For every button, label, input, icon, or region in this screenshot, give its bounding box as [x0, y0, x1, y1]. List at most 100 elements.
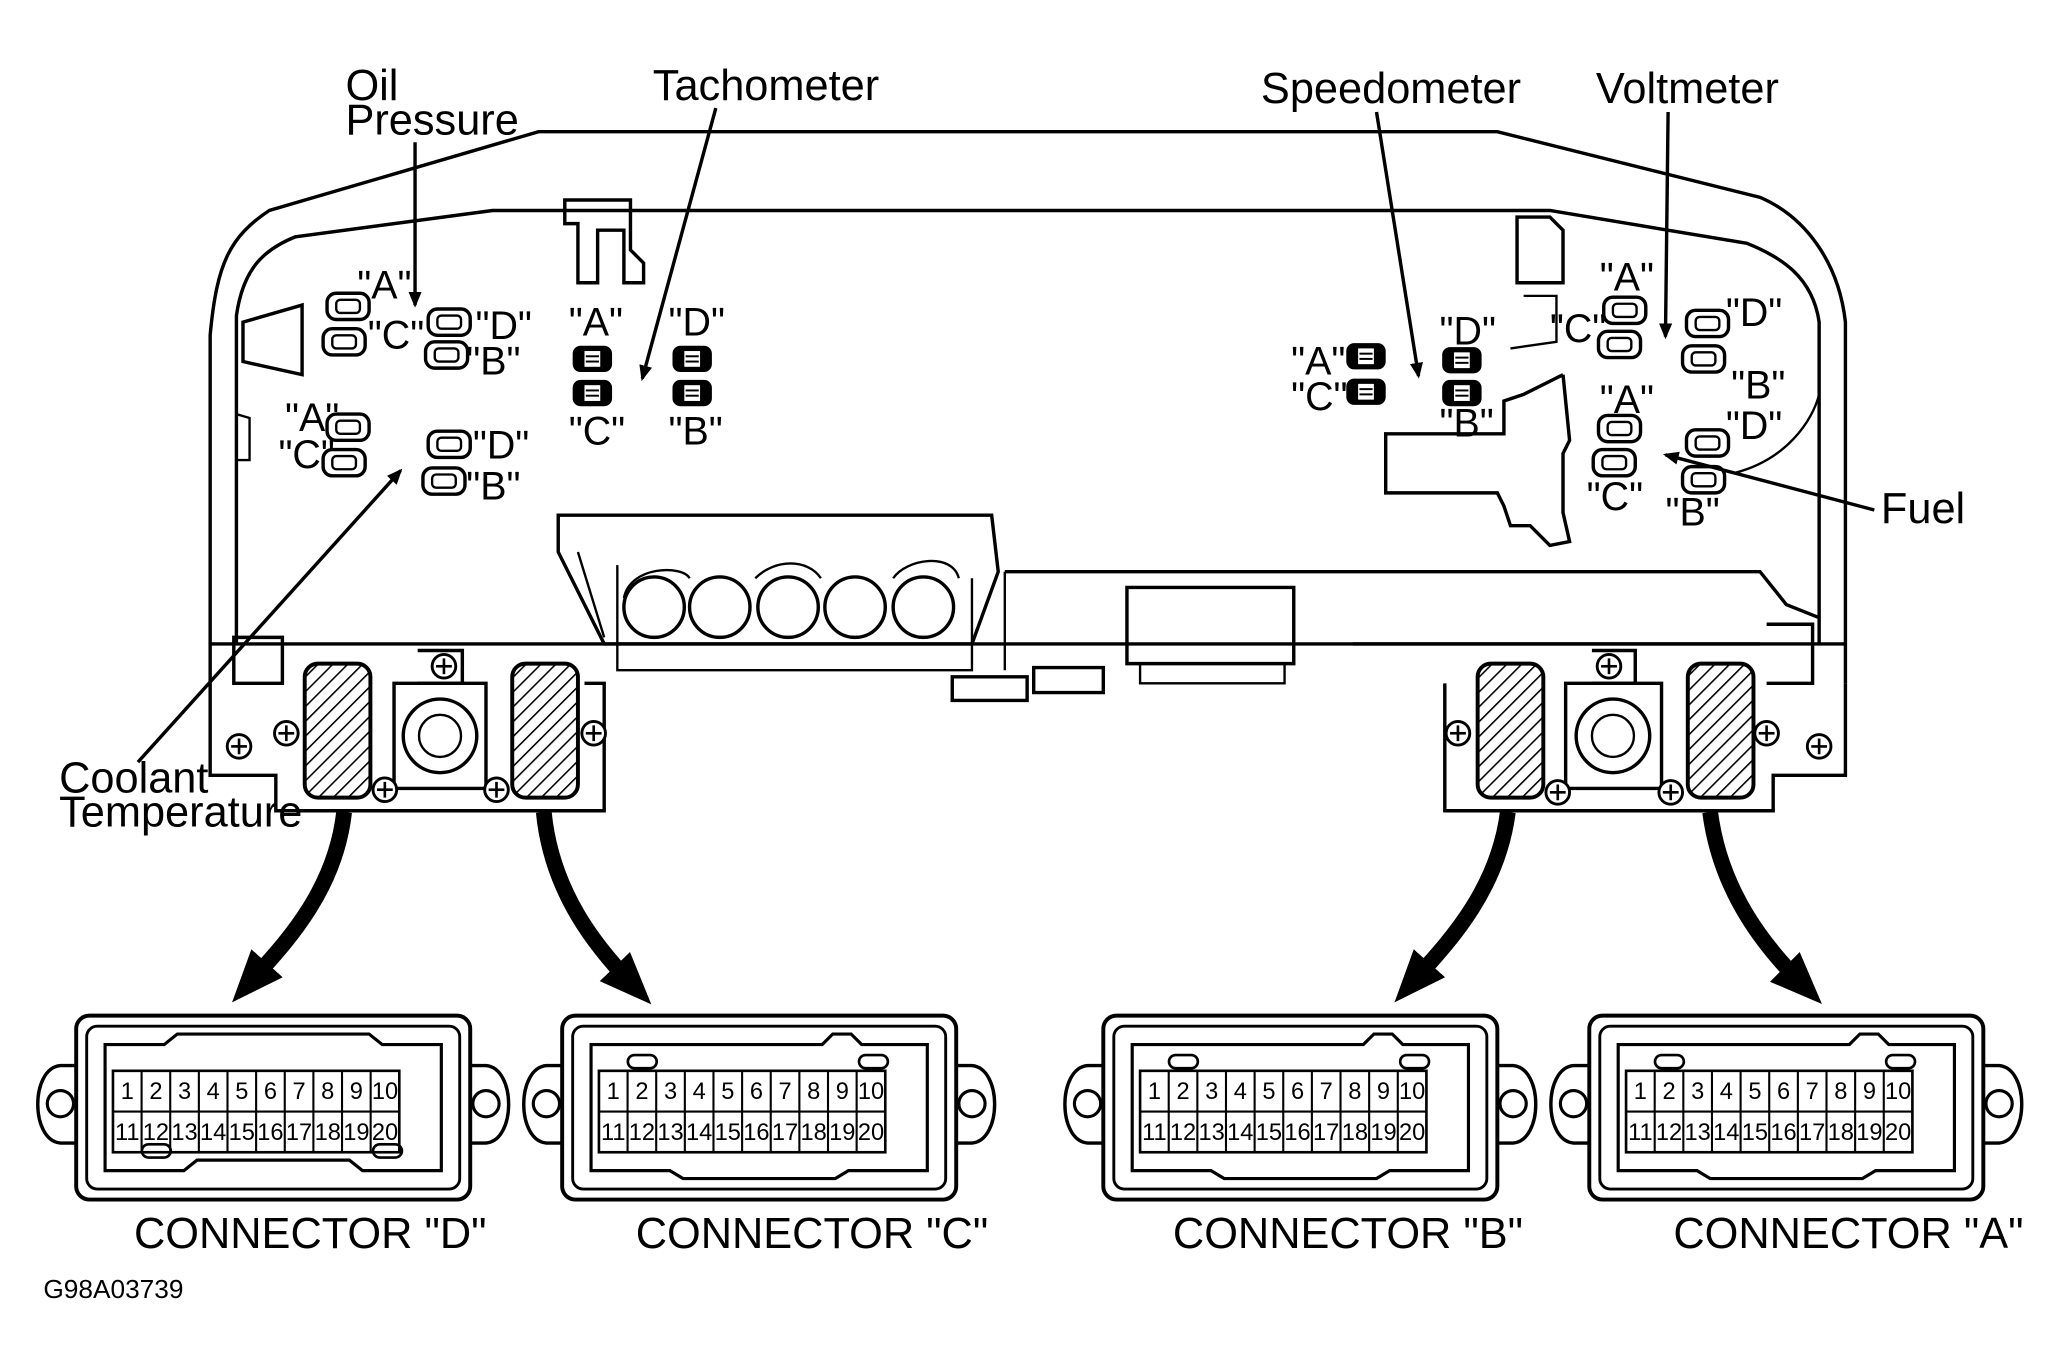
oil-pressure-label-line2: Pressure [345, 96, 518, 144]
pin-number: 1 [607, 1079, 620, 1105]
pin-number: 20 [1399, 1120, 1425, 1146]
speedometer-label: Speedometer [1261, 65, 1521, 113]
pin-number: 5 [235, 1079, 248, 1105]
pin-number: 20 [1885, 1120, 1911, 1146]
pin-number: 9 [1863, 1079, 1876, 1105]
coolant-terminal-b: "B" [466, 464, 520, 508]
terminal-lug-icon [1602, 295, 1648, 326]
pin-number: 8 [1834, 1079, 1847, 1105]
terminal-lug-icon [1684, 308, 1731, 339]
pin-number: 6 [750, 1079, 763, 1105]
terminal-lug-icon [325, 291, 371, 322]
pin-number: 13 [171, 1120, 197, 1146]
fuel-terminal-d: "D" [1726, 404, 1782, 448]
pin-number: 2 [149, 1079, 162, 1105]
pin-number: 14 [1713, 1120, 1739, 1146]
pin-number: 6 [1777, 1079, 1790, 1105]
pin-number: 12 [1170, 1120, 1196, 1146]
pin-number: 14 [686, 1120, 712, 1146]
terminal-lug-icon [572, 345, 613, 373]
pin-number: 4 [207, 1079, 220, 1105]
connector-a-label: CONNECTOR "A" [1673, 1210, 2023, 1258]
terminal-lug-icon [1596, 413, 1643, 444]
pin-number: 5 [721, 1079, 734, 1105]
pin-number: 18 [315, 1120, 341, 1146]
pin-number: 2 [1176, 1079, 1189, 1105]
pin-number: 9 [1377, 1079, 1390, 1105]
terminal-lug-icon [1346, 343, 1386, 370]
screw-icon [371, 776, 399, 803]
oil-terminal-a: "A" [357, 263, 411, 307]
pin-number: 6 [264, 1079, 277, 1105]
connector-c-label: CONNECTOR "C" [636, 1210, 989, 1258]
pin-number: 3 [1691, 1079, 1704, 1105]
pin-number: 14 [1227, 1120, 1253, 1146]
pin-number: 7 [1320, 1079, 1333, 1105]
screw-icon [580, 719, 607, 747]
gauge-terminals [321, 291, 1731, 496]
screw-icon [225, 733, 253, 760]
tachometer-label: Tachometer [653, 62, 879, 110]
screw-icon [1657, 779, 1684, 806]
pin-number: 6 [1291, 1079, 1304, 1105]
pin-number: 1 [121, 1079, 134, 1105]
pin-number: 10 [1885, 1079, 1911, 1105]
leader-arrows [136, 107, 1875, 764]
pin-number: 7 [293, 1079, 306, 1105]
callouts: Oil Pressure Tachometer Speedometer Volt… [59, 62, 1965, 836]
pin-number: 10 [858, 1079, 884, 1105]
pin-number: 8 [321, 1079, 334, 1105]
pin-number: 16 [1770, 1120, 1796, 1146]
fuel-terminal-a: "A" [1600, 378, 1654, 422]
pin-number: 15 [1742, 1120, 1768, 1146]
coolant-terminal-a: "A" [285, 396, 339, 440]
pin-number: 15 [1256, 1120, 1282, 1146]
pin-number: 17 [1313, 1120, 1339, 1146]
volt-terminal-d: "D" [1726, 291, 1782, 335]
screw-icon [273, 719, 300, 747]
coolant-temperature-label-line1: Coolant [59, 754, 208, 802]
screw-icon [430, 653, 458, 680]
screw-icon [1753, 719, 1780, 747]
terminal-lug-icon [426, 307, 472, 337]
pin-number: 20 [372, 1120, 398, 1146]
voltmeter-label: Voltmeter [1596, 65, 1779, 113]
pin-number: 9 [350, 1079, 363, 1105]
pin-number: 3 [1205, 1079, 1218, 1105]
pin-number: 19 [1370, 1120, 1396, 1146]
pin-number: 20 [858, 1120, 884, 1146]
pin-number: 16 [1284, 1120, 1310, 1146]
mounting-screws [225, 653, 1833, 806]
pin-number: 8 [1348, 1079, 1361, 1105]
pin-number: 18 [1342, 1120, 1368, 1146]
pin-number: 19 [343, 1120, 369, 1146]
oil-terminal-b: "B" [466, 340, 520, 384]
pin-number: 12 [143, 1120, 169, 1146]
screw-icon [1805, 733, 1833, 760]
pin-number: 11 [1628, 1120, 1653, 1146]
pin-number: 17 [772, 1120, 798, 1146]
pin-number: 2 [1662, 1079, 1675, 1105]
volt-terminal-c: "C" [1550, 307, 1606, 351]
screw-icon [1444, 719, 1472, 747]
connector-captions: CONNECTOR "D" CONNECTOR "C" CONNECTOR "B… [134, 1210, 2024, 1258]
pin-number: 3 [178, 1079, 191, 1105]
pin-number: 12 [1656, 1120, 1682, 1146]
speedo-terminal-c: "C" [1291, 375, 1347, 419]
pin-number: 18 [1828, 1120, 1854, 1146]
oil-terminal-c: "C" [368, 313, 424, 357]
speedo-terminal-a: "A" [1291, 340, 1345, 384]
terminal-lug-icon [321, 327, 367, 357]
terminal-lug-icon [325, 412, 371, 443]
pin-number: 13 [657, 1120, 683, 1146]
screw-icon [1595, 653, 1623, 680]
pin-number: 15 [715, 1120, 741, 1146]
pin-number: 18 [801, 1120, 827, 1146]
pin-number: 13 [1685, 1120, 1711, 1146]
terminal-lug-icon [1442, 347, 1482, 374]
pin-number: 4 [693, 1079, 706, 1105]
